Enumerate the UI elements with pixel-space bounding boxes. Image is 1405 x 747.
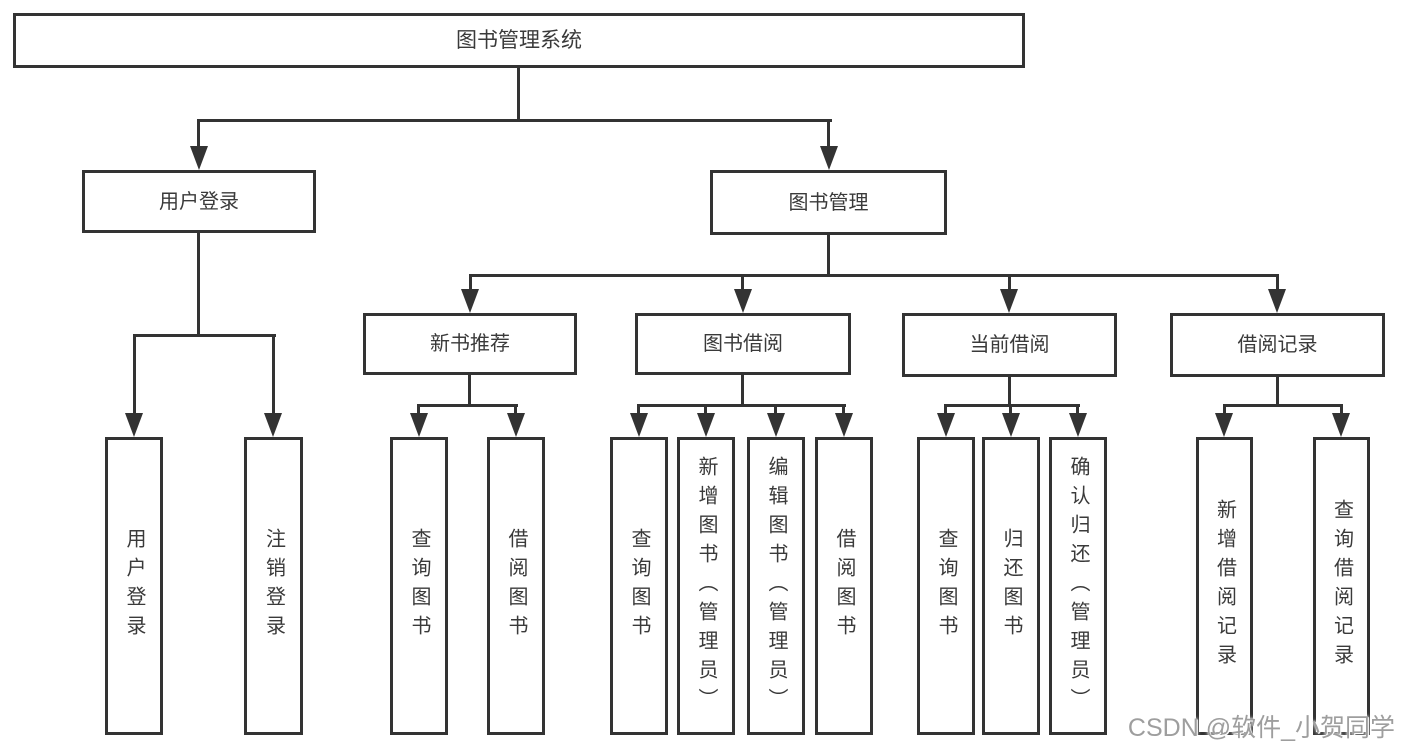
connector-line (1008, 377, 1011, 407)
arrowhead-down-icon (264, 413, 282, 437)
node-user-login: 用户登录 (82, 170, 316, 233)
connector-line (944, 404, 947, 416)
connector-line (1009, 404, 1012, 416)
connector-line (468, 375, 471, 407)
arrowhead-down-icon (190, 146, 208, 170)
connector-line (1276, 274, 1279, 292)
connector-line (1008, 274, 1011, 292)
connector-line (514, 404, 517, 416)
leaf-query-books-borrow: 查询图书 (610, 437, 668, 735)
leaf-logout: 注销登录 (244, 437, 303, 735)
arrowhead-down-icon (410, 413, 428, 437)
arrowhead-down-icon (1332, 413, 1350, 437)
connector-line (774, 404, 777, 416)
connector-line (418, 404, 518, 407)
arrowhead-down-icon (1268, 289, 1286, 313)
connector-line (133, 334, 136, 415)
arrowhead-down-icon (767, 413, 785, 437)
connector-line (1224, 404, 1343, 407)
leaf-confirm-return-admin: 确认归还（管理员） (1049, 437, 1107, 735)
arrowhead-down-icon (820, 146, 838, 170)
arrowhead-down-icon (461, 289, 479, 313)
node-book-management: 图书管理 (710, 170, 947, 235)
connector-line (417, 404, 420, 416)
arrowhead-down-icon (1069, 413, 1087, 437)
connector-line (827, 235, 830, 277)
arrowhead-down-icon (507, 413, 525, 437)
connector-line (272, 334, 275, 415)
arrowhead-down-icon (125, 413, 143, 437)
connector-line (133, 334, 276, 337)
connector-line (1223, 404, 1226, 416)
node-new-book-recommend: 新书推荐 (363, 313, 577, 375)
connector-line (945, 404, 1080, 407)
connector-line (741, 375, 744, 407)
connector-line (469, 274, 472, 292)
connector-line (197, 233, 200, 337)
node-borrow-records: 借阅记录 (1170, 313, 1385, 377)
node-book-borrow: 图书借阅 (635, 313, 851, 375)
connector-line (827, 119, 830, 148)
connector-line (1076, 404, 1079, 416)
leaf-query-books-recommend: 查询图书 (390, 437, 448, 735)
leaf-query-borrow-record: 查询借阅记录 (1313, 437, 1370, 735)
connector-line (741, 274, 744, 292)
arrowhead-down-icon (1002, 413, 1020, 437)
leaf-add-borrow-record: 新增借阅记录 (1196, 437, 1253, 735)
connector-line (638, 404, 846, 407)
node-root: 图书管理系统 (13, 13, 1025, 68)
connector-line (1276, 377, 1279, 407)
arrowhead-down-icon (1000, 289, 1018, 313)
connector-line (517, 68, 520, 122)
arrowhead-down-icon (734, 289, 752, 313)
leaf-add-book-admin: 新增图书（管理员） (677, 437, 735, 735)
leaf-query-books-current: 查询图书 (917, 437, 975, 735)
leaf-borrow-books-recommend: 借阅图书 (487, 437, 545, 735)
arrowhead-down-icon (697, 413, 715, 437)
leaf-user-login: 用户登录 (105, 437, 163, 735)
connector-line (637, 404, 640, 416)
arrowhead-down-icon (630, 413, 648, 437)
leaf-borrow-books: 借阅图书 (815, 437, 873, 735)
arrowhead-down-icon (835, 413, 853, 437)
arrowhead-down-icon (937, 413, 955, 437)
leaf-edit-book-admin: 编辑图书（管理员） (747, 437, 805, 735)
connector-line (704, 404, 707, 416)
leaf-return-book: 归还图书 (982, 437, 1040, 735)
node-current-borrow: 当前借阅 (902, 313, 1117, 377)
connector-line (197, 119, 832, 122)
arrowhead-down-icon (1215, 413, 1233, 437)
watermark: CSDN @软件_小贺同学 (1127, 714, 1395, 742)
connector-line (469, 274, 1279, 277)
connector-line (197, 119, 200, 148)
connector-line (842, 404, 845, 416)
connector-line (1340, 404, 1343, 416)
